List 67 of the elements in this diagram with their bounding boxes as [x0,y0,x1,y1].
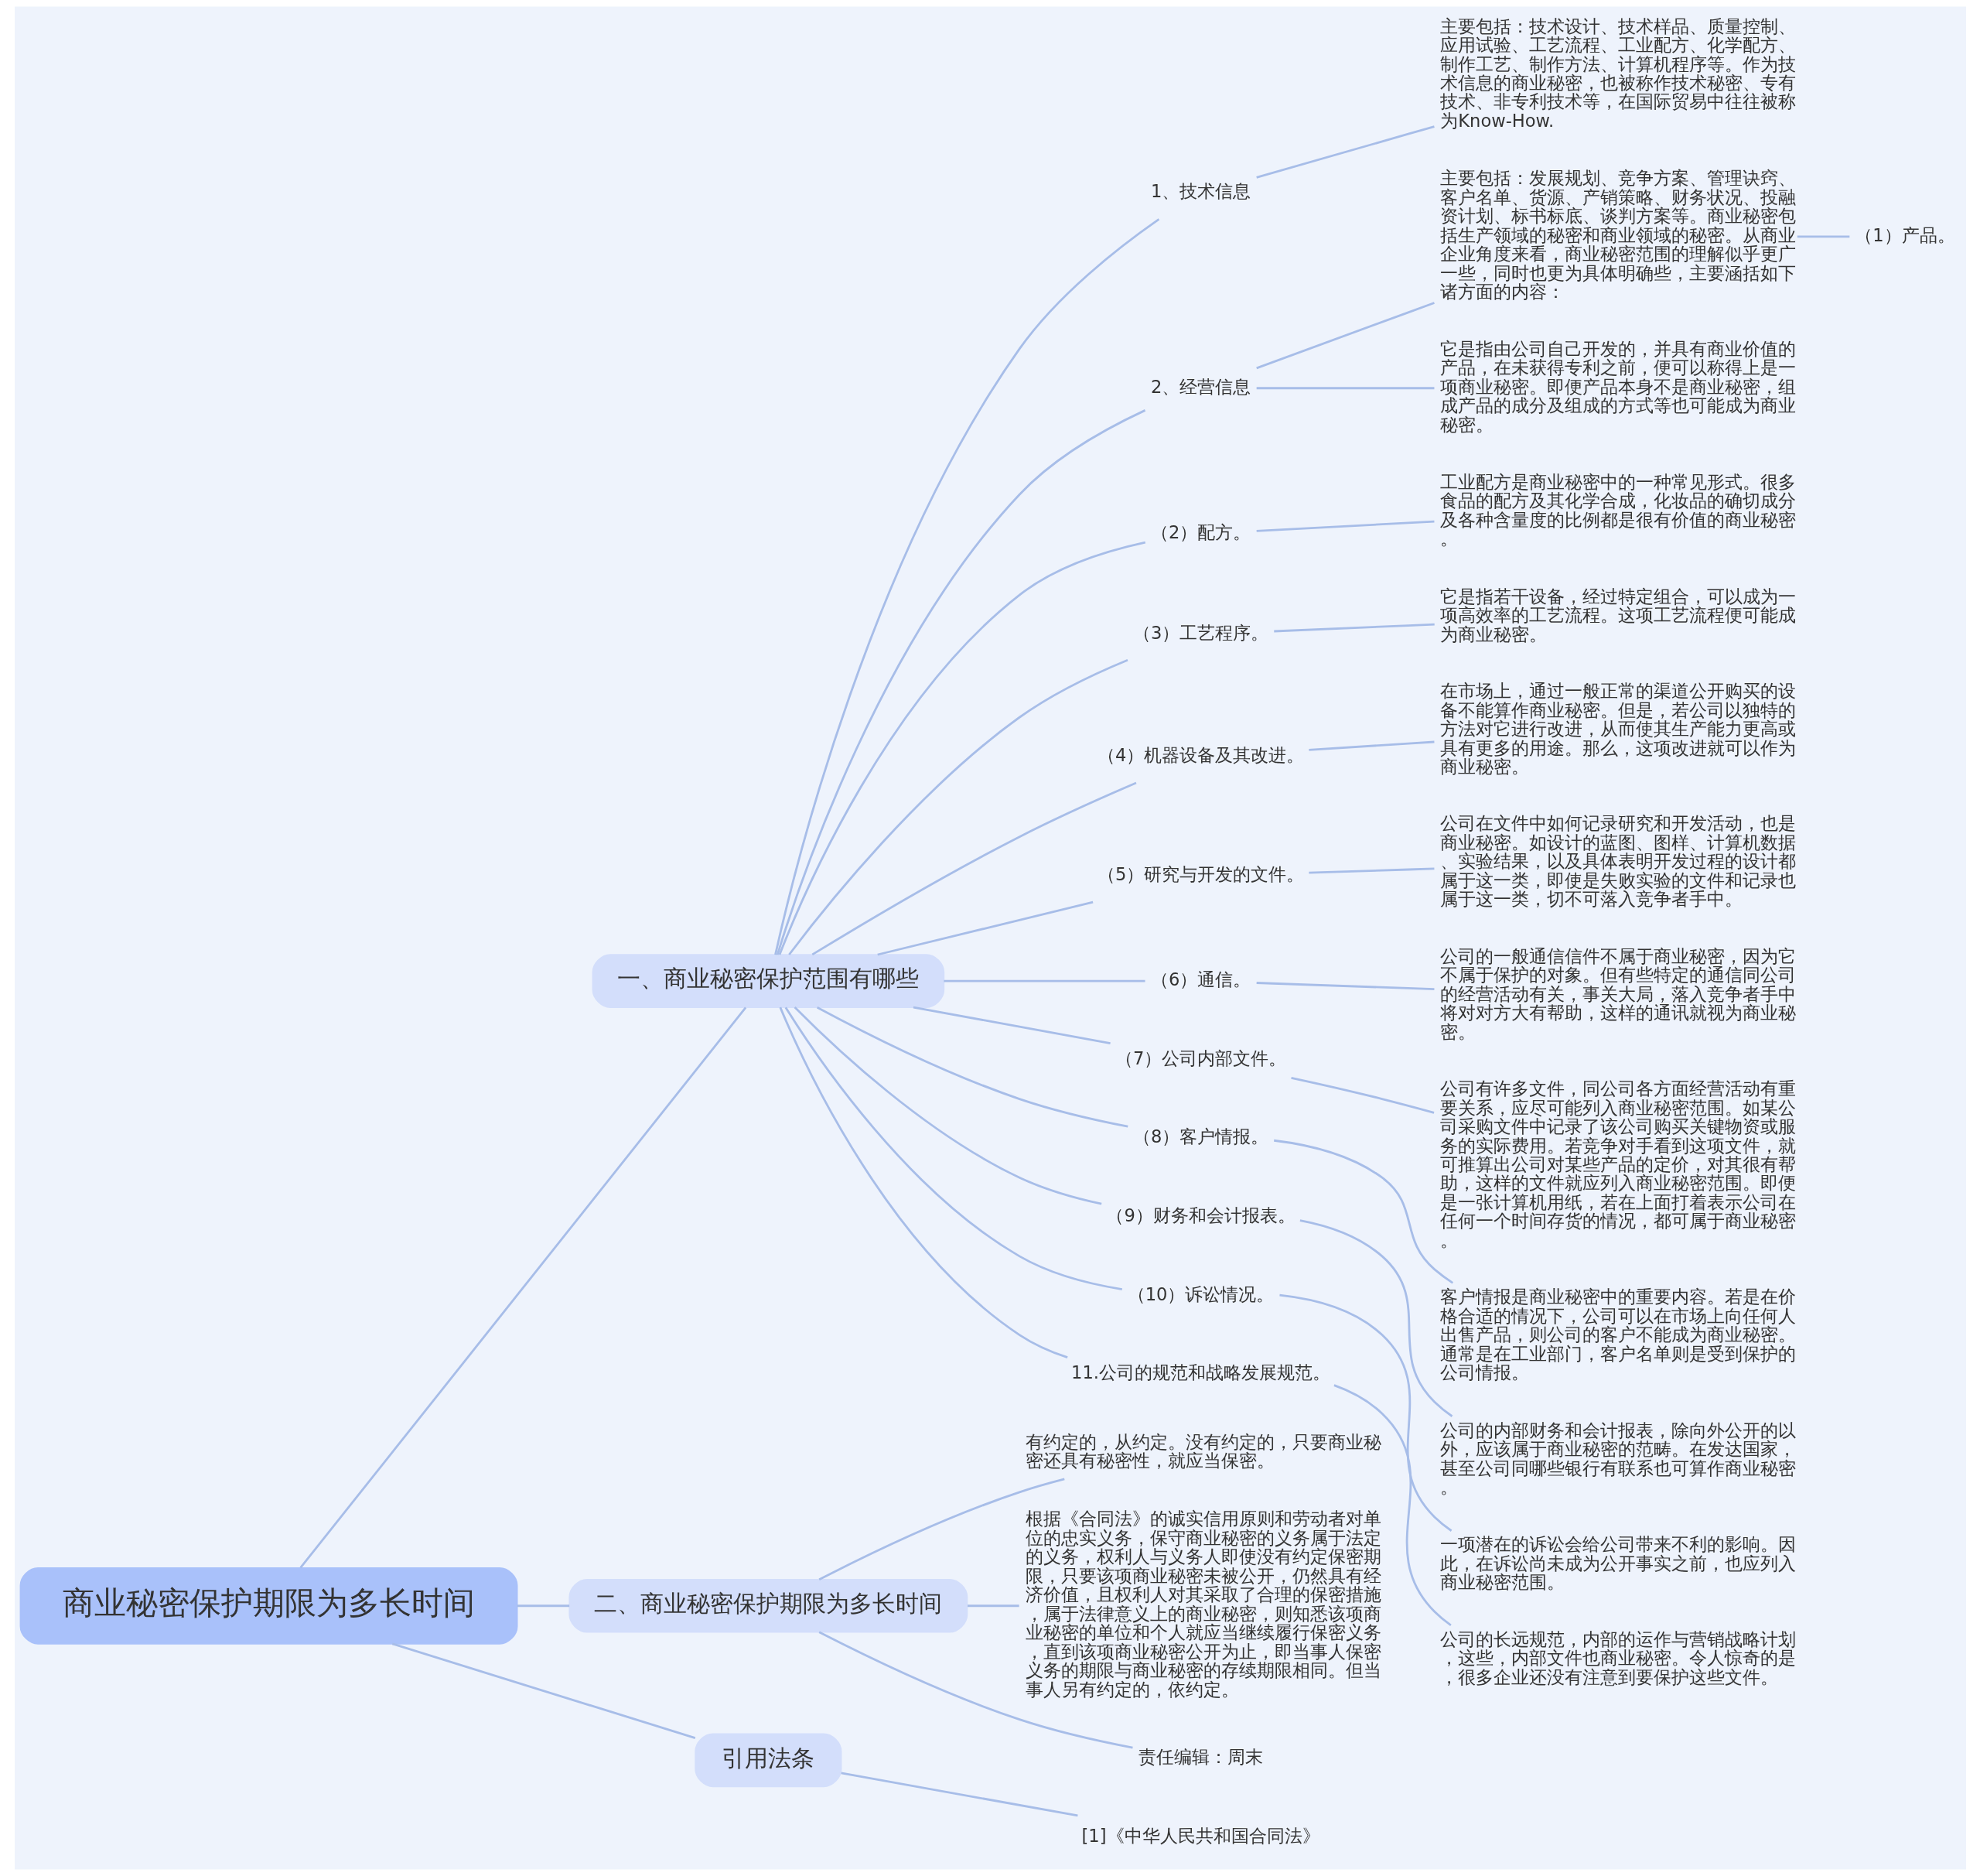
node-box: 引用法条 [694,1733,842,1788]
connector [1797,235,1849,238]
node-box: 商业秘密保护期限为多长时间 [19,1567,518,1645]
node-text: （3）工艺程序。 [1132,622,1268,643]
node-text: （2）配方。 [1150,521,1251,542]
connector [779,1006,1068,1358]
node-text: 在市场上，通过一般正常的渠道公开购买的设备不能算作商业秘密。但是，若公司以独特的方法对它进行改进，从而使其生产能力更高或具有更多的用途。那么，这项改进就可以作为商业秘密。 [1439,681,1796,777]
node-text: （9）财务和会计报表。 [1105,1205,1296,1225]
connector [1273,623,1435,633]
node-text: 2、经营信息 [1150,376,1251,397]
connector [876,900,1093,956]
node-box: 二、商业秘密保护期限为多长时间 [568,1578,968,1633]
connector [1333,1384,1452,1627]
node-text: 它是指由公司自己开发的，并具有商业价值的产品，在未获得专利之前，便可以称得上是一项商业秘密。即便产品本身不是商业秘密，组成产品的成分及组成的方式等也可能成为商业秘密。 [1439,338,1796,435]
node-text: 1、技术信息 [1150,181,1251,202]
node-text: 工业配方是商业秘密中的一种常见形式。很多食品的配方及其化学合成，化妆品的确切成分及各种含量度的比例都是很有价值的商业秘密。 [1439,471,1796,549]
connector [784,1006,1122,1290]
connector [787,658,1128,955]
connector [773,218,1159,955]
node-text: （1）产品。 [1854,224,1955,245]
node-text: （6）通信。 [1150,969,1251,989]
connector [840,1772,1078,1817]
node-text: 公司在文件中如何记录研究和开发活动，也是商业秘密。如设计的蓝图、图样、计算机数据、实验结果，以及具体表明开发过程的设计都属于这一类，即使是失败实验的文件和记录也属于这一类，切不可落入竞争者手中。 [1439,813,1796,910]
connector [1308,740,1435,751]
node-text: （7）公司内部文件。 [1115,1047,1286,1068]
connector [816,1006,1128,1128]
connector [1278,1293,1452,1532]
node-text: 公司的一般通信信件不属于商业秘密，因为它不属于保护的对象。但有些特定的通信同公司的经营活动有关，事关大局，落入竞争者手中将对对方大有帮助，这样的通讯就视为商业秘密。 [1439,945,1796,1042]
connector [1256,520,1434,532]
connector [1273,1139,1453,1284]
node-text: 一项潜在的诉讼会给公司带来不利的影响。因此，在诉讼尚未成为公开事实之前，也应列入商业秘密范围。 [1439,1534,1796,1593]
node-text: （4）机器设备及其改进。 [1097,744,1304,765]
connector [1299,1219,1453,1417]
connector [391,1642,695,1739]
node-text: 责任编辑：周末 [1138,1747,1263,1768]
connector [1256,982,1434,991]
connector [299,1006,746,1569]
connector [517,1604,569,1608]
connector [1290,1076,1434,1114]
connector [776,409,1145,955]
connector [913,1006,1111,1045]
node-text: 有约定的，从约定。没有约定的，只要商业秘密还具有秘密性，就应当保密。 [1025,1431,1381,1471]
node-text: 公司有许多文件，同公司各方面经营活动有重要关系，应尽可能列入商业秘密范围。如某公司采购文件中记录了该公司购买关键物资或服务的实际费用。若竞争对手看到这项文件，就可推算出公司对某些产品的定价，对其很有帮助，这样的文件就应列入商业秘密范围。即便是一张计算机用纸，若在上面打着表示公司在任何一个时间存货的情况，都可属于商业秘密。 [1439,1078,1796,1250]
node-text: 主要包括：技术设计、技术样品、质量控制、应用试验、工艺流程、工业配方、化学配方、制作工艺、制作方法、计算机程序等。作为技术信息的商业秘密，也被称作技术秘密、专有技术、非专利技术等，在国际贸易中往往被称为Know-How. [1439,15,1796,131]
connector [1255,125,1435,179]
connector [1308,867,1434,874]
node-text: （10）诉讼情况。 [1127,1283,1274,1304]
connector [943,979,1145,982]
node-text: 11.公司的规范和战略发展规范。 [1070,1362,1330,1383]
node-text: 根据《合同法》的诚实信用原则和劳动者对单位的忠实义务，保守商业秘密的义务属于法定的义务，权利人与义务人即使没有约定保密期限，只要该项商业秘密未被公开，仍然具有经济价值，且权利人对其采取了合理的保密措施，属于法律意义上的商业秘密，则知悉该项商业秘密的单位和个人就应当继续履行保密义务，直到该项商业秘密公开为止，即当事人保密义务的期限与商业秘密的存续期限相同。但当事人另有约定的，依约定。 [1025,1509,1381,1700]
connector [1256,387,1434,390]
node-text: 客户情报是商业秘密中的重要内容。若是在价格合适的情况下，公司可以在市场上向任何人出售产品，则公司的客户不能成为商业秘密。通常是在工业部门，客户名单则是受到保护的公司情报。 [1439,1287,1796,1383]
node-text: [1]《中华人民共和国合同法》 [1081,1825,1320,1846]
connector [967,1604,1019,1608]
connector [811,781,1137,956]
node-text: （5）研究与开发的文件。 [1097,864,1304,885]
node-box: 一、商业秘密保护范围有哪些 [592,954,944,1008]
node-text: 公司的内部财务和会计报表，除向外公开的以外，应该属于商业秘密的范畴。在发达国家，甚至公司同哪些银行有联系也可算作商业秘密。 [1439,1420,1796,1498]
connector [1255,302,1435,370]
node-text: 主要包括：发展规划、竞争方案、管理诀窍、客户名单、货源、产销策略、财务状况、投融资计划、标书标底、谈判方案等。商业秘密包括生产领域的秘密和商业领域的秘密。从商业企业角度来看，商业秘密范围的理解似乎更广一些，同时也更为具体明确些，主要涵括如下诸方面的内容： [1439,168,1796,302]
connector [818,1478,1065,1581]
node-text: 它是指若干设备，经过特定组合，可以成为一项高效率的工艺流程。这项工艺流程便可能成为商业秘密。 [1439,586,1796,644]
connector [794,1006,1101,1205]
node-text: （8）客户情报。 [1132,1126,1268,1147]
node-text: 公司的长远规范，内部的运作与营销战略计划，这些，内部文件也商业秘密。令人惊奇的是，很多企业还没有注意到要保护这些文件。 [1439,1628,1796,1687]
connector [778,541,1145,955]
connector [818,1631,1133,1749]
